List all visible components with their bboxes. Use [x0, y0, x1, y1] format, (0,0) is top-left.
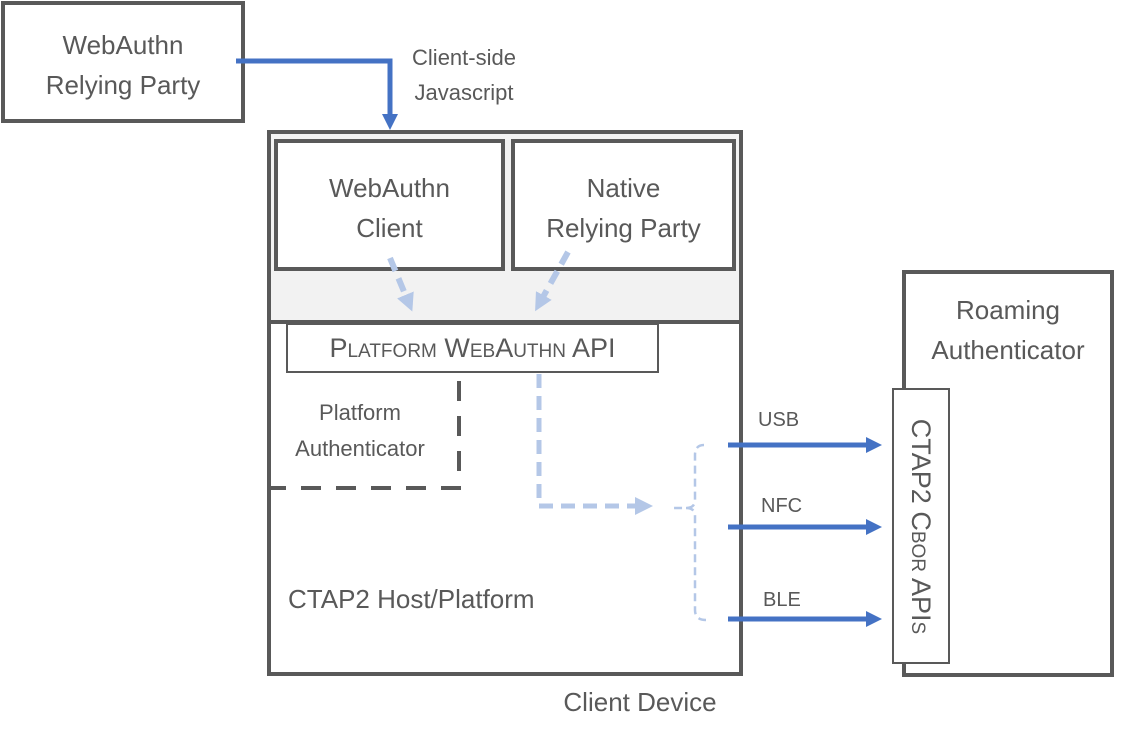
ctap2-host-platform-label: CTAP2 Host/Platform — [288, 584, 535, 614]
transport-brace — [674, 443, 707, 622]
webauthn-relying-party-label: WebAuthn Relying Party — [45, 30, 201, 100]
native-rp-to-api-arrow — [535, 250, 571, 312]
platform-authenticator-label: Platform Authenticator — [295, 400, 425, 461]
platform-webauthn-api-box: Platform WebAuthn API — [286, 323, 659, 373]
roaming-authenticator-label: Roaming Authenticator — [931, 295, 1085, 365]
native-relying-party-box: Native Relying Party — [511, 139, 736, 271]
usb-label: USB — [758, 409, 800, 431]
native-relying-party-label: Native Relying Party — [546, 173, 701, 243]
client-side-javascript-arrow — [236, 58, 398, 130]
ble-label: BLE — [763, 589, 801, 611]
nfc-label: NFC — [761, 495, 803, 517]
platform-authenticator-boundary — [271, 381, 461, 490]
client-device-label: Client Device — [563, 687, 717, 717]
webauthn-client-label: WebAuthn Client — [329, 173, 450, 243]
client-to-api-arrow — [387, 256, 414, 312]
client-side-javascript-label: Client-side Javascript — [412, 45, 516, 105]
ctap2-cbor-apis-box: CTAP2 Cbor APIs — [892, 388, 950, 664]
api-to-transports-arrow — [536, 374, 653, 515]
webauthn-relying-party-box: WebAuthn Relying Party — [1, 1, 245, 123]
platform-webauthn-api-label: Platform WebAuthn API — [329, 333, 616, 363]
webauthn-client-box: WebAuthn Client — [274, 139, 505, 271]
